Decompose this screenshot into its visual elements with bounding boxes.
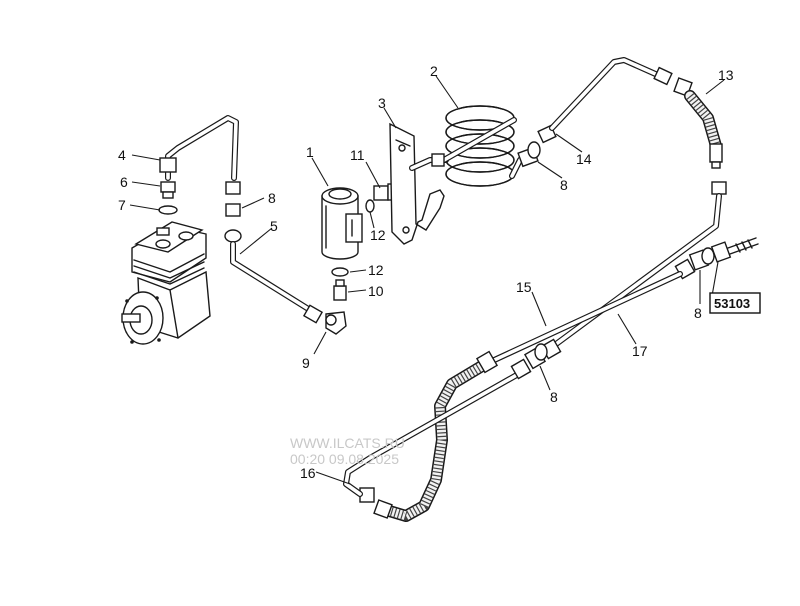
callout-5: 5 bbox=[270, 218, 278, 234]
cooling-coil-2 bbox=[409, 105, 529, 187]
callout-11: 11 bbox=[350, 147, 365, 163]
callout-12-lower: 12 bbox=[368, 262, 384, 278]
watermark: WWW.ILCATS.RU 00:20 09.08.2025 bbox=[290, 435, 405, 467]
fitting-6 bbox=[160, 181, 176, 199]
nut-8-c bbox=[688, 247, 715, 271]
callout-8-d: 8 bbox=[550, 389, 558, 405]
nut-8-d bbox=[523, 343, 548, 370]
callout-6: 6 bbox=[120, 174, 128, 190]
callout-8-b: 8 bbox=[560, 177, 568, 193]
callout-12-upper: 12 bbox=[370, 227, 386, 243]
elbow-fitting-9 bbox=[325, 311, 347, 335]
hose-16 bbox=[343, 350, 532, 522]
pipe-4 bbox=[159, 115, 241, 195]
callout-labels: 1 2 3 4 5 6 7 8 8 8 8 9 10 11 12 12 13 1… bbox=[118, 63, 734, 481]
o-ring-12-lower bbox=[331, 267, 349, 277]
callout-17: 17 bbox=[632, 343, 648, 359]
bracket-3 bbox=[389, 122, 445, 245]
callout-8-a: 8 bbox=[268, 190, 276, 206]
leader-lines bbox=[129, 75, 725, 485]
callout-16: 16 bbox=[300, 465, 316, 481]
callout-8-c: 8 bbox=[694, 305, 702, 321]
reference-box-label: 53103 bbox=[714, 296, 750, 311]
nut-8-b bbox=[517, 141, 541, 168]
pipe-14 bbox=[537, 57, 673, 144]
callout-9: 9 bbox=[302, 355, 310, 371]
callout-7: 7 bbox=[118, 197, 126, 213]
callout-4: 4 bbox=[118, 147, 126, 163]
air-compressor bbox=[121, 221, 211, 345]
fitting-10 bbox=[333, 279, 347, 301]
callout-3: 3 bbox=[378, 95, 386, 111]
o-ring-12-upper bbox=[365, 199, 375, 213]
watermark-site: WWW.ILCATS.RU bbox=[290, 435, 405, 451]
watermark-timestamp: 00:20 09.08.2025 bbox=[290, 451, 399, 467]
nut-pipe-17-top bbox=[711, 181, 727, 195]
air-dryer-1 bbox=[321, 187, 363, 260]
callout-13: 13 bbox=[718, 67, 734, 83]
callout-1: 1 bbox=[306, 144, 314, 160]
reference-box-53103[interactable]: 53103 bbox=[709, 292, 761, 314]
bolt-53103 bbox=[710, 237, 759, 263]
hose-13 bbox=[673, 77, 723, 169]
pipe-5 bbox=[224, 229, 324, 324]
pipe-15 bbox=[487, 258, 696, 365]
nut-8-a bbox=[225, 203, 241, 217]
washer-7 bbox=[158, 205, 178, 215]
callout-15: 15 bbox=[516, 279, 532, 295]
callout-2: 2 bbox=[430, 63, 438, 79]
callout-10: 10 bbox=[368, 283, 384, 299]
callout-14: 14 bbox=[576, 151, 592, 167]
